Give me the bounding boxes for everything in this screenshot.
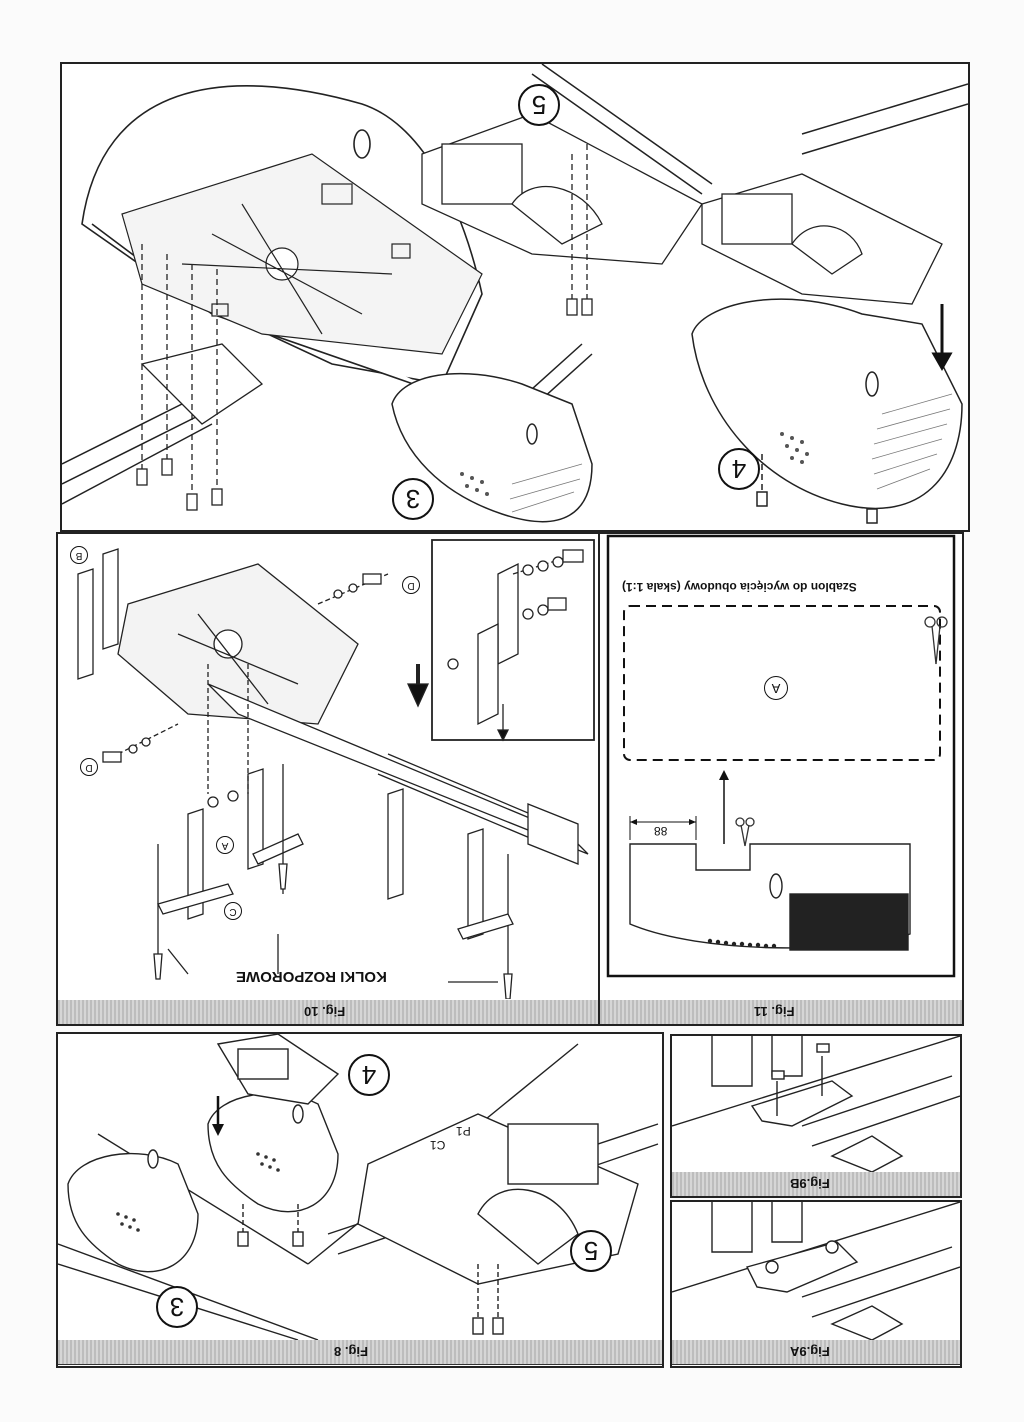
fig8-label: Fig. 8 [334, 1344, 368, 1359]
fig9a-drawing [672, 1202, 960, 1340]
top-step-5: 5 [518, 84, 560, 126]
fig11-template-title: Szablon do wycięcia obudowy (skala 1:1) [622, 580, 857, 594]
fig10-callout-b: B [70, 546, 88, 564]
fig10-callout-a: A [216, 836, 234, 854]
fig9a-label-bar [672, 1340, 960, 1365]
fig11-callout-a: A [764, 676, 788, 700]
fig11-dimension: 88 [654, 824, 668, 838]
fig9b-label: Fig.9B [790, 1176, 830, 1191]
fig9a-panel: Fig.9A [670, 1200, 962, 1368]
fig9b-label-bar [672, 1172, 960, 1196]
top-assembly-drawing [62, 64, 968, 524]
fig8-step-4: 4 [348, 1054, 390, 1096]
fig11-label: Fig. 11 [754, 1004, 795, 1019]
fig10-panel: B D D A C KOLKI ROZPOROWE Fig. 10 [56, 532, 602, 1026]
fig9b-drawing [672, 1036, 960, 1172]
fig8-callout-c1: C1 [430, 1138, 446, 1152]
top-step-3: 3 [392, 478, 434, 520]
fig8-step-5: 5 [570, 1230, 612, 1272]
fig8-label-bar [58, 1340, 662, 1365]
fig8-drawing [58, 1034, 659, 1340]
fig10-caption: KOLKI ROZPOROWE [236, 968, 387, 985]
fig10-callout-d-left: D [80, 758, 98, 776]
fig8-step-3: 3 [156, 1286, 198, 1328]
fig11-label-bar [600, 1000, 962, 1024]
fig10-callout-d-right: D [402, 576, 420, 594]
fig8-panel: 4 3 5 P1 C1 Fig. 8 [56, 1032, 664, 1368]
fig9b-panel: Fig.9B [670, 1034, 962, 1198]
fig9a-label: Fig.9A [790, 1344, 830, 1359]
fig10-label-bar [58, 1000, 600, 1024]
fig10-callout-c: C [224, 902, 242, 920]
fig11-panel: Szablon do wycięcia obudowy (skala 1:1) … [598, 532, 964, 1026]
fig11-drawing [606, 534, 956, 978]
fig8-callout-p1: P1 [456, 1124, 471, 1138]
fig10-label: Fig. 10 [304, 1004, 346, 1019]
top-step-4: 4 [718, 448, 760, 490]
fig10-drawing [77, 539, 595, 999]
top-assembly-panel: 5 4 3 [60, 62, 970, 532]
